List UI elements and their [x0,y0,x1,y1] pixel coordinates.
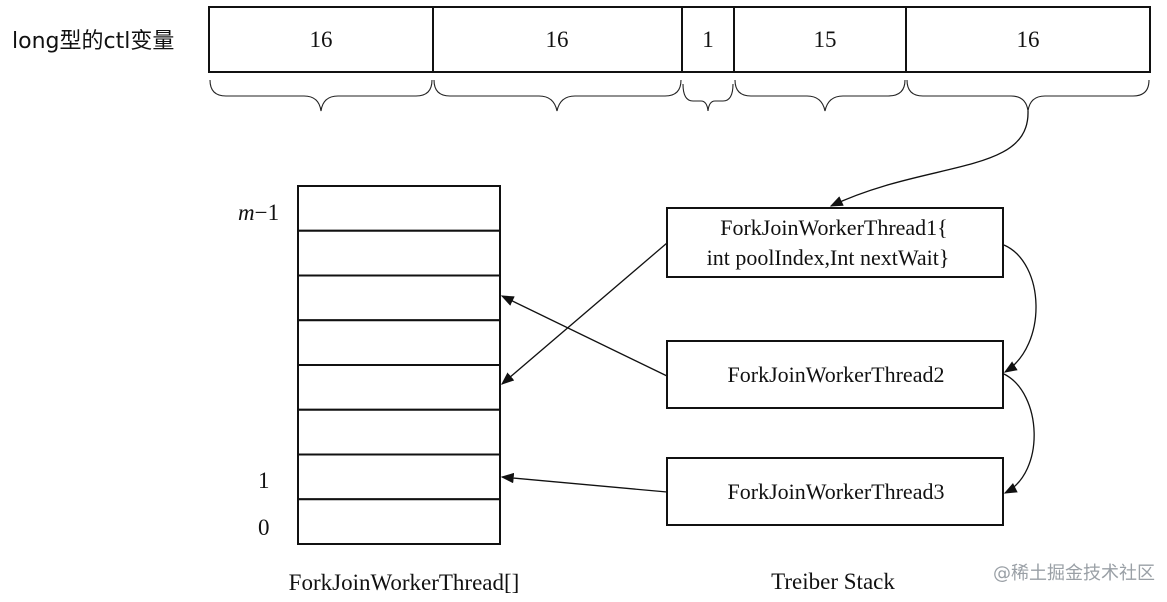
ctl-field-1-bits: 16 [310,27,333,52]
ctl-field-5 [905,6,1151,73]
ctl-bit-fields: 16 16 1 15 16 [208,6,1151,73]
thread1-to-array-arrow [501,242,668,385]
thread1-to-thread2-arrow [1003,244,1037,373]
ctl-field-2 [432,6,683,73]
ctl-variable-label: long型的ctl变量 [12,29,174,54]
array-slot [297,408,501,456]
worker-thread-2-label: ForkJoinWorkerThread2 [728,362,945,387]
array-index-top: m−1 [238,200,279,225]
worker-thread-2-box [666,340,1004,409]
array-title: ForkJoinWorkerThread[] [289,570,520,595]
array-slot-1 [297,453,501,501]
worker-thread-1-box [666,207,1004,278]
worker-thread-1-line1: ForkJoinWorkerThread1{ [720,215,948,240]
array-slot [297,229,501,277]
ctl-field-3-bits: 1 [702,27,714,52]
treiber-stack: ForkJoinWorkerThread1{ int poolIndex,Int… [666,207,1004,594]
thread3-to-array-arrow [500,472,668,493]
thread2-to-array-arrow [500,295,668,377]
worker-thread-1-line2: int poolIndex,Int nextWait} [707,245,950,270]
ctl-field-5-bits: 16 [1017,27,1040,52]
array-index-zero: 0 [258,515,270,540]
field-brace-3 [682,83,734,112]
field-brace-2 [433,79,682,112]
watermark-text: @稀土掘金技术社区 [993,563,1155,584]
field-brace-5 [906,79,1150,112]
stack-title: Treiber Stack [771,569,895,594]
ctl-field-2-bits: 16 [546,27,569,52]
array-index-one: 1 [258,468,270,493]
thread2-to-thread3-arrow [1003,373,1035,494]
field-braces [209,79,1150,112]
array-slot-m-minus-1 [297,185,501,232]
worker-thread-array: m−1 1 0 ForkJoinWorkerThread[] [238,185,520,595]
array-index-top-prefix: m [238,200,255,225]
array-slot [297,319,501,366]
array-slot [297,364,501,411]
ctl-field-1 [208,6,434,73]
worker-thread-3-label: ForkJoinWorkerThread3 [728,479,945,504]
field-brace-4 [734,79,906,112]
array-slot-0 [297,498,501,545]
field-brace-1 [209,79,433,112]
ctl-to-thread1-arrow [829,110,1029,207]
ctl-field-4-bits: 15 [814,27,837,52]
ctl-field-3 [681,6,735,73]
array-index-top-suffix: −1 [255,200,279,225]
array-slot [297,274,501,322]
diagram-arrows [500,110,1037,494]
